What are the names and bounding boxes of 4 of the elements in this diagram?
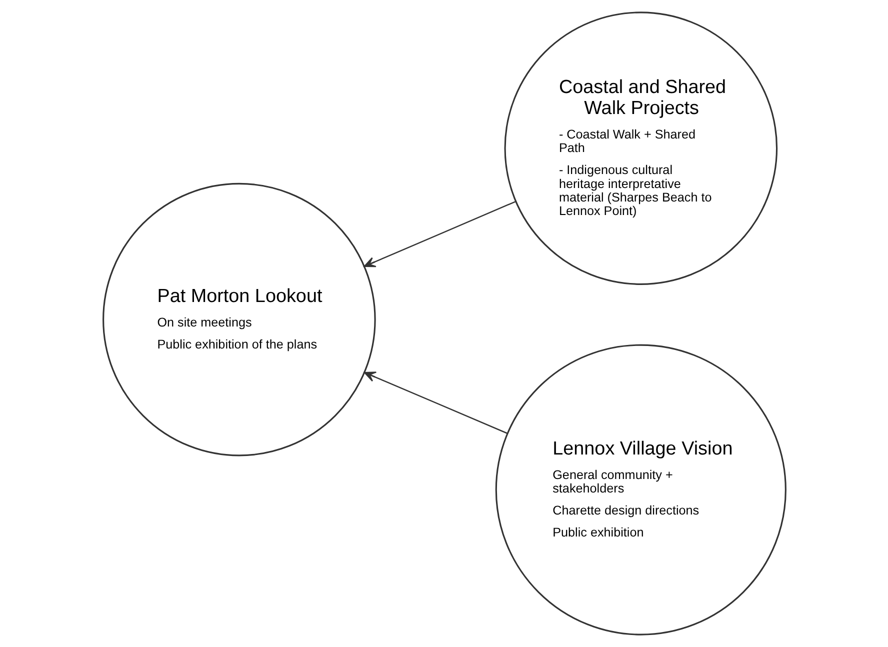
arrow bbox=[363, 200, 516, 268]
node-circle: Lennox Village Vision General community + stakeholders Charette design directions Public exhibition bbox=[494, 344, 786, 636]
node-circle: Coastal and Shared Walk Projects - Coastal Walk + Shared Path - Indigenous cultural heritage interpretative material (Sharpes Beach to Lennox Point) bbox=[504, 12, 778, 285]
arrow bbox=[363, 372, 508, 434]
